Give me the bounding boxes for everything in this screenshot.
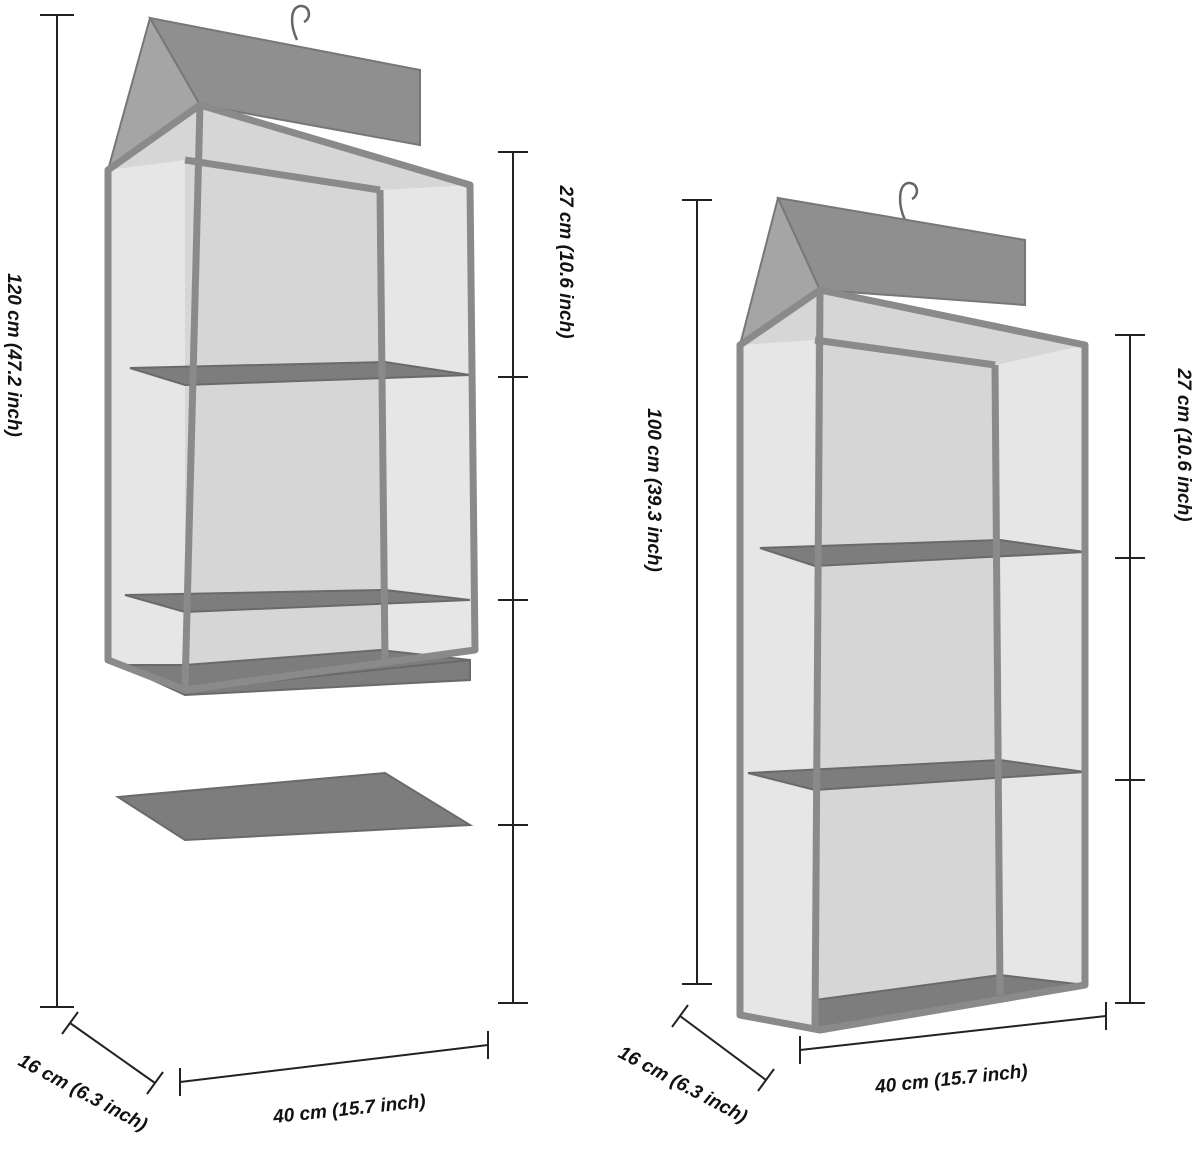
large-organizer <box>104 4 479 842</box>
side-panel <box>740 340 815 1030</box>
large-compartment-label: 27 cm (10.6 inch) <box>555 184 576 338</box>
top-bag <box>776 196 1026 307</box>
right-panel <box>995 345 1085 995</box>
small-height-label: 100 cm (39.3 inch) <box>643 408 664 572</box>
small-width-label: 40 cm (15.7 inch) <box>873 1061 1028 1098</box>
small-compartment-label: 27 cm (10.6 inch) <box>1173 367 1194 521</box>
small-organizer <box>736 181 1089 1034</box>
large-depth-label: 16 cm (6.3 inch) <box>15 1050 151 1135</box>
hanger-hook-icon <box>898 181 919 221</box>
large-width-label: 40 cm (15.7 inch) <box>271 1091 426 1128</box>
side-panel <box>108 160 185 690</box>
hanger-hook-icon <box>290 4 311 41</box>
small-depth-label: 16 cm (6.3 inch) <box>615 1042 751 1127</box>
large-height-label: 120 cm (47.2 inch) <box>3 273 24 437</box>
right-panel <box>380 185 475 660</box>
top-bag <box>148 16 421 147</box>
shelf <box>115 771 474 842</box>
